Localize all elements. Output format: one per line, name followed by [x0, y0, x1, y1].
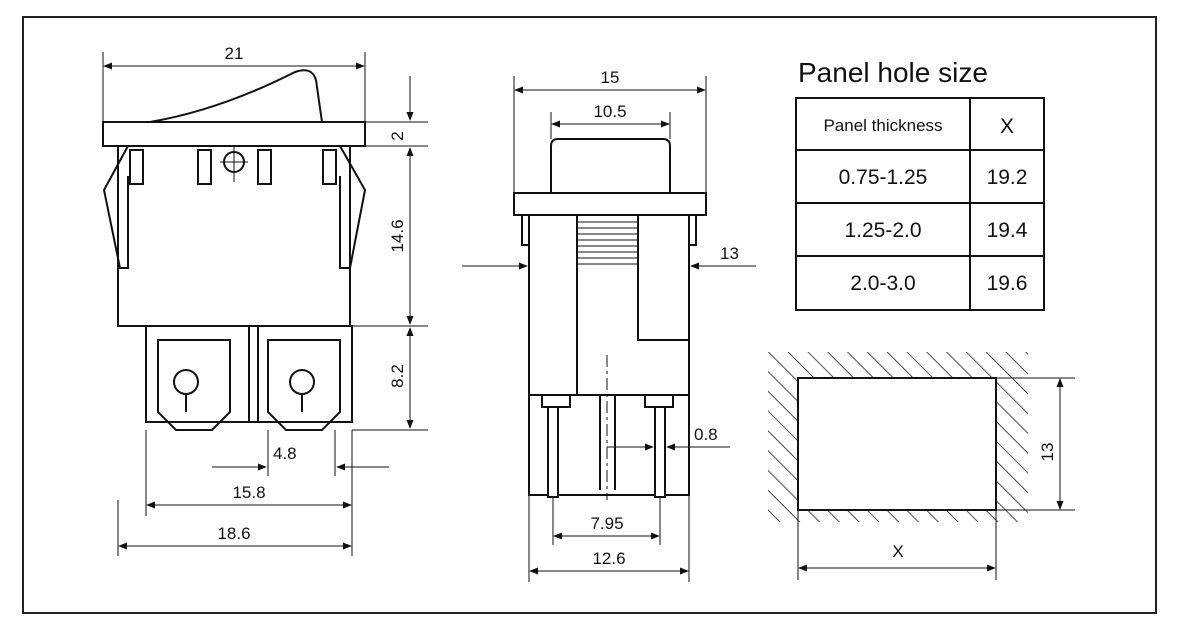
side-rocker [550, 138, 671, 194]
table-header-thickness: Panel thickness [823, 116, 942, 135]
dim-terminal-width: 4.8 [273, 444, 297, 463]
table-header-x: X [1000, 115, 1014, 138]
side-body [528, 214, 690, 396]
pin-head [644, 394, 674, 408]
table-cell: 19.6 [987, 272, 1028, 295]
side-ribs [577, 221, 638, 265]
right-terminal [267, 339, 341, 431]
side-view: 15 10.5 13 0.8 7.95 12.6 [462, 68, 756, 582]
table-cell: 0.75-1.25 [839, 166, 928, 189]
table-cell: 19.2 [987, 166, 1028, 189]
dim-hole-width: X [892, 542, 903, 561]
right-latch [339, 145, 367, 269]
dim-terminal-height: 8.2 [388, 364, 407, 388]
panel-cutout: 13 X [768, 352, 1075, 580]
panel-hole-table: Panel hole size Panel thickness X 0.75-1… [795, 57, 1045, 311]
drawing-frame [22, 16, 1157, 614]
dim-body-depth: 13 [720, 244, 739, 263]
dim-total-width: 18.6 [217, 524, 250, 543]
dim-side-width: 15 [601, 68, 620, 87]
pin-left [547, 406, 559, 498]
rocker-button [149, 69, 324, 123]
dim-front-width: 21 [225, 44, 244, 63]
side-cap [513, 192, 707, 216]
table-cell: 19.4 [987, 219, 1028, 242]
dim-body-height: 14.6 [388, 219, 407, 252]
table-cell: 1.25-2.0 [844, 219, 921, 242]
table-cell: 2.0-3.0 [850, 272, 915, 295]
dim-pin-spacing: 7.95 [590, 514, 623, 533]
front-view: 21 2 14.6 8.2 4.8 15.8 18.6 [102, 44, 428, 556]
dim-pin-thickness: 0.8 [694, 425, 718, 444]
slot [129, 149, 144, 185]
slot [197, 149, 212, 185]
panel-title: Panel hole size [798, 57, 988, 88]
slot [322, 149, 337, 185]
dim-hole-height: 13 [1038, 443, 1057, 462]
switch-cap [102, 121, 366, 147]
cutout-hole [797, 377, 997, 511]
dim-rocker-width: 10.5 [593, 102, 626, 121]
left-latch [102, 145, 129, 269]
left-terminal [157, 339, 231, 431]
dim-cap-height: 2 [388, 131, 407, 140]
pin-right [654, 406, 666, 498]
dim-base-width: 12.6 [592, 549, 625, 568]
dim-terminal-span: 15.8 [232, 483, 265, 502]
pin-head [541, 394, 571, 408]
slot [257, 149, 272, 185]
